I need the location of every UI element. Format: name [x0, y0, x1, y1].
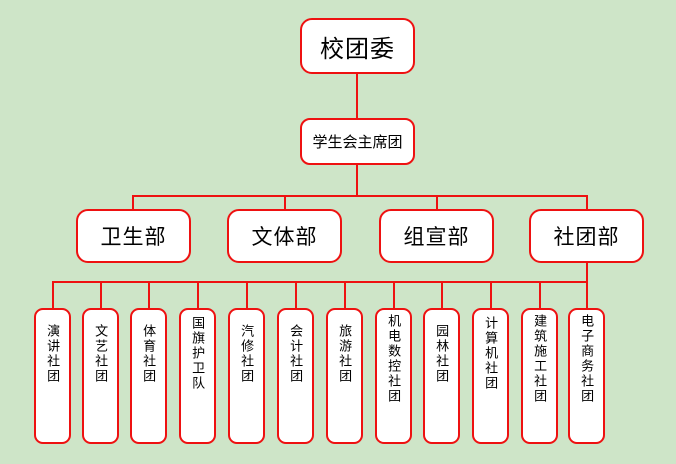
club-label: 机电数控社团: [386, 314, 402, 404]
department-label: 组宣部: [403, 226, 470, 249]
node-department-1[interactable]: 文体部: [227, 209, 342, 263]
node-club-11[interactable]: 电子商务社团: [568, 308, 605, 444]
club-label: 汽修社团: [239, 324, 255, 384]
connector-dept3-to-club-bus: [586, 263, 588, 282]
connector-bus-to-club-9: [490, 281, 492, 308]
node-club-8[interactable]: 园林社团: [423, 308, 460, 444]
connector-bus-to-dept-1: [284, 195, 286, 209]
connector-bus-to-club-0: [52, 281, 54, 308]
connector-root-to-second: [356, 74, 358, 118]
department-label: 卫生部: [100, 226, 167, 249]
node-club-3[interactable]: 国旗护卫队: [179, 308, 216, 444]
connector-bus-to-club-10: [539, 281, 541, 308]
node-root-label: 校团委: [320, 35, 395, 63]
club-label: 国旗护卫队: [190, 316, 206, 391]
node-club-9[interactable]: 计算机社团: [472, 308, 509, 444]
connector-bus-to-dept-0: [132, 195, 134, 209]
node-department-0[interactable]: 卫生部: [76, 209, 191, 263]
connector-bus-to-club-8: [441, 281, 443, 308]
node-club-7[interactable]: 机电数控社团: [375, 308, 412, 444]
connector-bus-to-club-6: [344, 281, 346, 308]
club-label: 园林社团: [434, 324, 450, 384]
node-club-10[interactable]: 建筑施工社团: [521, 308, 558, 444]
node-student-union-presidium[interactable]: 学生会主席团: [300, 118, 415, 165]
department-bus: [132, 195, 588, 197]
node-second-label: 学生会主席团: [312, 134, 403, 151]
club-label: 体育社团: [141, 324, 157, 384]
department-label: 社团部: [553, 226, 620, 249]
club-label: 建筑施工社团: [532, 314, 548, 404]
club-bus: [52, 281, 588, 283]
connector-bus-to-club-4: [246, 281, 248, 308]
club-label: 电子商务社团: [579, 314, 595, 404]
connector-second-to-bus: [356, 165, 358, 195]
club-label: 计算机社团: [483, 316, 499, 391]
club-label: 会计社团: [288, 324, 304, 384]
connector-bus-to-club-11: [586, 281, 588, 308]
connector-bus-to-club-1: [100, 281, 102, 308]
node-club-6[interactable]: 旅游社团: [326, 308, 363, 444]
connector-bus-to-club-2: [148, 281, 150, 308]
connector-bus-to-dept-3: [586, 195, 588, 209]
node-club-4[interactable]: 汽修社团: [228, 308, 265, 444]
node-department-2[interactable]: 组宣部: [379, 209, 494, 263]
node-club-1[interactable]: 文艺社团: [82, 308, 119, 444]
connector-bus-to-club-7: [393, 281, 395, 308]
node-club-5[interactable]: 会计社团: [277, 308, 314, 444]
node-root[interactable]: 校团委: [300, 18, 415, 74]
department-label: 文体部: [251, 226, 318, 249]
node-club-0[interactable]: 演讲社团: [34, 308, 71, 444]
node-club-2[interactable]: 体育社团: [130, 308, 167, 444]
connector-bus-to-dept-2: [436, 195, 438, 209]
club-label: 旅游社团: [337, 324, 353, 384]
node-department-3[interactable]: 社团部: [529, 209, 644, 263]
club-label: 演讲社团: [45, 324, 61, 384]
connector-bus-to-club-3: [197, 281, 199, 308]
connector-bus-to-club-5: [295, 281, 297, 308]
club-label: 文艺社团: [93, 324, 109, 384]
